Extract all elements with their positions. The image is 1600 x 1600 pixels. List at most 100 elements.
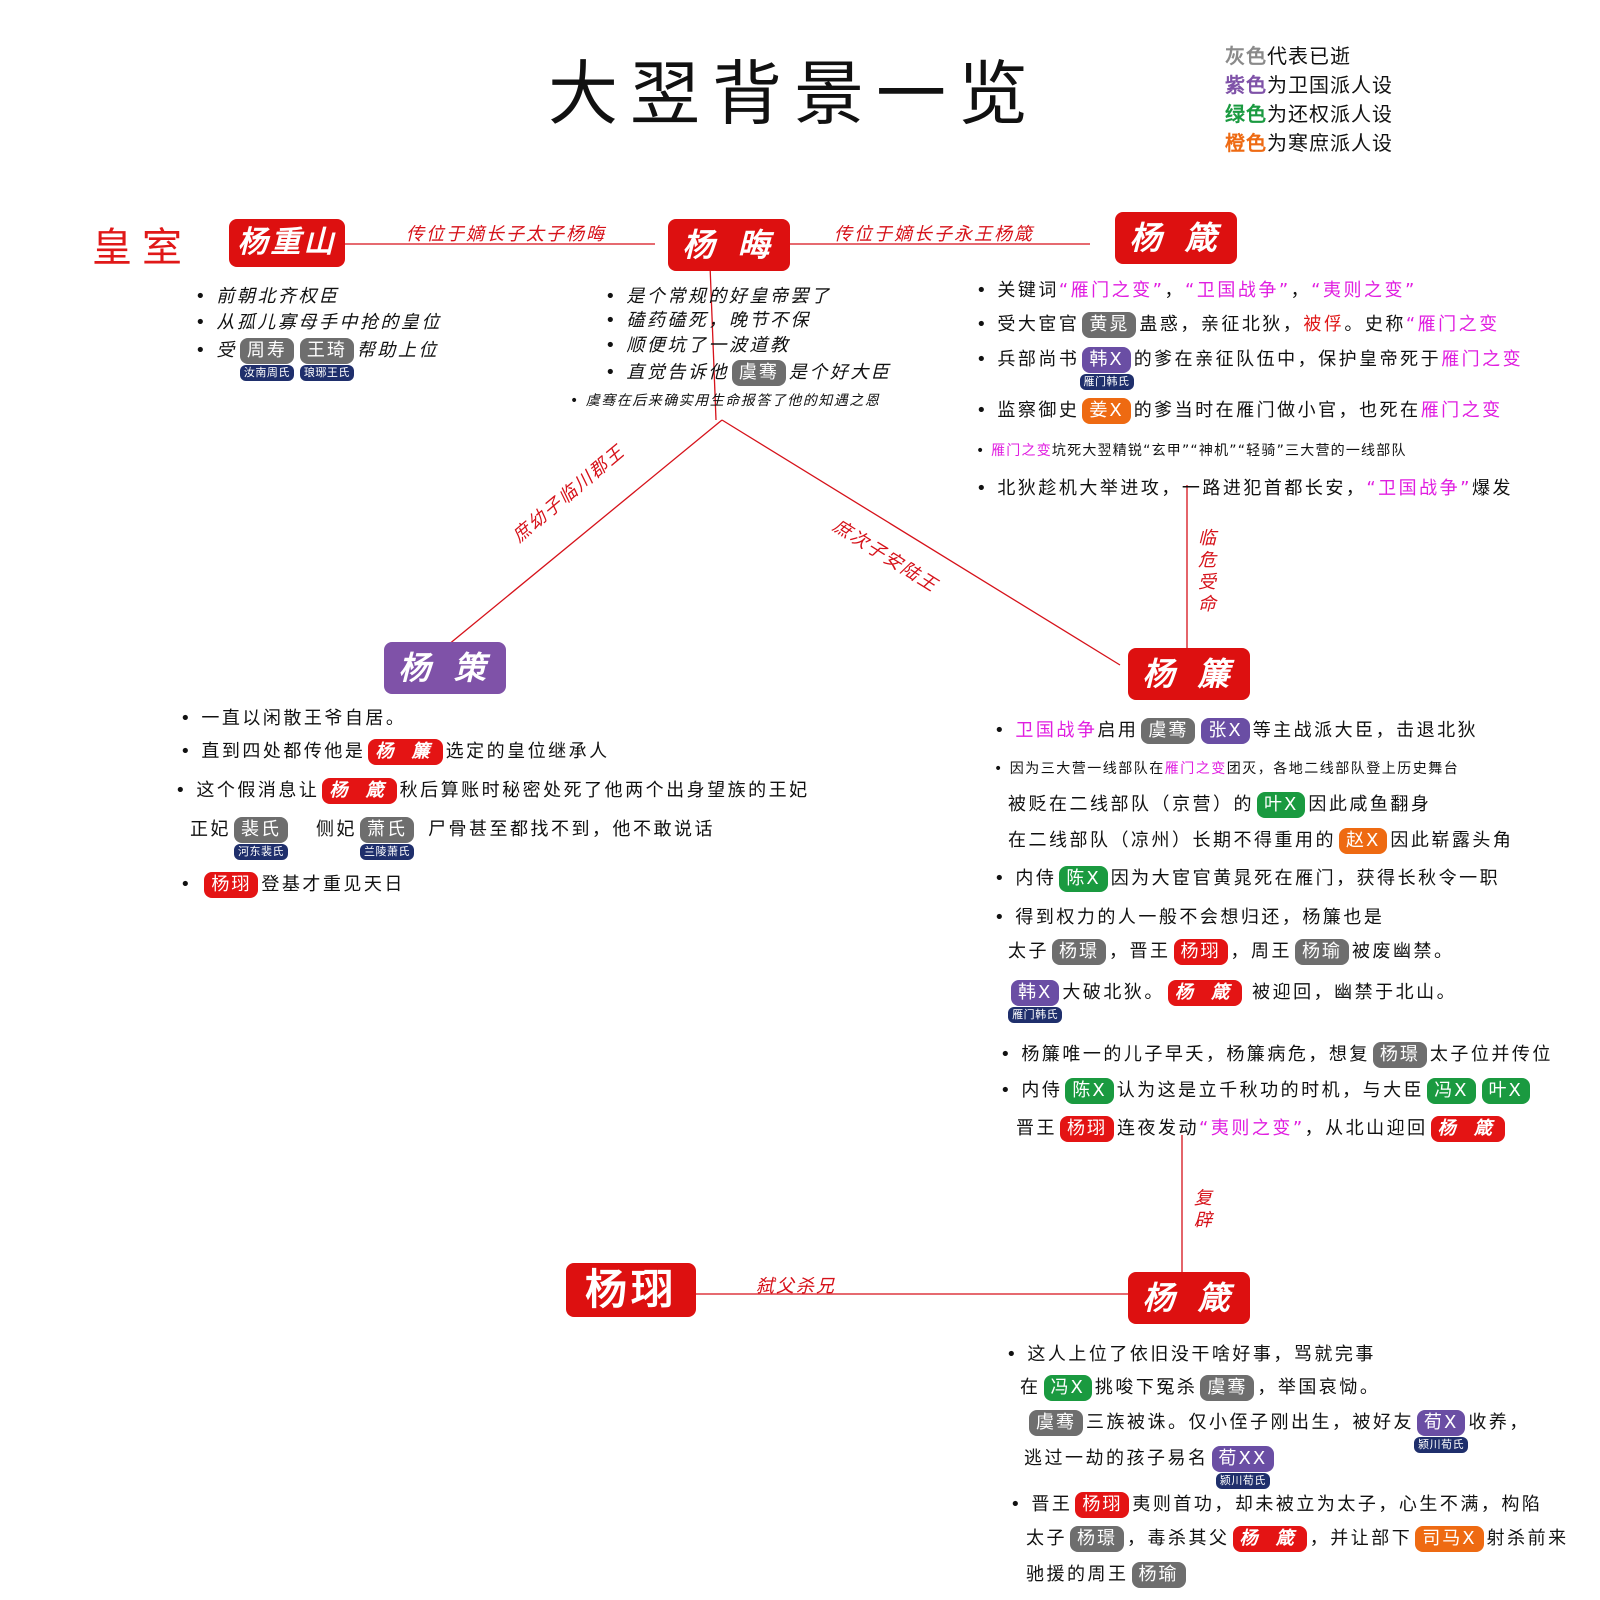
badge-pei: 裴氏河东裴氏 [234,817,288,860]
text-span: 的爹在亲征队伍中，保护皇帝死于 [1133,349,1442,370]
badge-zhao: 赵X [1339,828,1388,854]
text-span: • [976,443,992,459]
legend-key: 紫色 [1225,73,1267,97]
text-span: 射杀前来 [1486,1528,1569,1549]
text-span: • 直到四处都传他是 [180,741,366,762]
text-span: ，并让部下 [1309,1528,1413,1549]
badge-huangchen: 黄晁 [1082,312,1137,338]
text-span: 挑唆下冤杀 [1094,1377,1198,1398]
keyword: “夷则之变” [1199,1118,1305,1139]
text-span: 蛊惑，亲征北狄， [1139,314,1304,335]
note-line: • 晋王杨珝夷则首功，却未被立为太子，心生不满，构陷 [1010,1490,1542,1518]
badge-wangqi: 王琦琅琊王氏 [299,338,354,381]
keyword: “雁门之变 [1405,314,1500,335]
badge-yang-xu: 杨珝 [1075,1492,1130,1518]
text-span: • 内侍 [1000,1080,1063,1101]
badge-label: 周寿 [246,340,287,361]
badge-zhang: 张X [1201,718,1250,744]
text-span: 太子位并传位 [1429,1044,1553,1065]
badge-label: 荀X [1424,1412,1459,1433]
badge-chen: 陈X [1059,866,1108,892]
note-line: • 顺便坑了一波道教 [605,335,791,356]
text-span: 夷则首功，却未被立为太子，心生不满，构陷 [1132,1494,1543,1515]
badge-ye: 叶X [1257,792,1306,818]
text-span: • 关键词 [976,280,1059,301]
badge-sima: 司马X [1415,1526,1484,1552]
text-span: 帮助上位 [356,340,439,361]
note-line: • 北狄趁机大举进攻，一路进犯首都长安，“卫国战争”爆发 [976,474,1513,500]
clan-tag: 雁门韩氏 [1079,374,1134,390]
note-line: • 这人上位了依旧没干啥好事，骂就完事 [1006,1344,1376,1365]
text-span: • 受大宦官 [976,314,1080,335]
link-hui-ce [447,419,723,646]
badge-feng: 冯X [1427,1078,1476,1104]
badge-yang-xu: 杨珝 [1173,939,1228,965]
badge-label: 王琦 [306,340,347,361]
clan-tag: 兰陵萧氏 [360,844,414,860]
text-span: 晋王 [1016,1118,1057,1139]
keyword: “卫国战争” [1366,478,1472,499]
text-span: 在 [1020,1377,1041,1398]
node-yang-zhen-restored: 杨 箴 [1128,1272,1250,1324]
note-line: • 因为三大营一线部队在雁门之变团灭，各地二线部队登上历史舞台 [994,758,1459,778]
royal-family-label: 皇室 [92,225,192,271]
badge-label: 裴氏 [241,819,281,840]
node-yang-hui: 杨 晦 [668,219,790,271]
text-span: ，举国哀恸。 [1257,1377,1381,1398]
badge-yujian: 虞骞 [731,360,786,386]
page-title: 大翌背景一览 [548,53,1040,135]
badge-yang-zhen: 杨 箴 [1167,980,1243,1006]
text-span: 选定的皇位继承人 [445,741,610,762]
badge-chen: 陈X [1065,1078,1114,1104]
text-span: ， [1164,280,1185,301]
badge-yangyu: 杨瑜 [1295,939,1349,965]
text-span: • 北狄趁机大举进攻，一路进犯首都长安， [976,478,1367,499]
text-span: 因此咸鱼翻身 [1308,794,1432,815]
keyword: 雁门之变 [991,443,1052,459]
legend-item-purple: 紫色为卫国派人设 [1225,69,1393,98]
text-span: • 这个假消息让 [175,780,320,801]
text-span: 三族被诛。仅小侄子刚出生，被好友 [1086,1412,1414,1433]
edge-label-chongshan-hui: 传位于嫡长子太子杨晦 [406,224,606,245]
text-span: 被迎回，幽禁于北山。 [1252,982,1458,1003]
legend-item-orange: 橙色为寒庶派人设 [1225,127,1393,156]
badge-yang-kuang: 杨 簾 [368,739,443,765]
edge-label-xu-zhen: 弑父杀兄 [756,1276,836,1297]
badge-yangyu: 杨瑜 [1131,1562,1186,1588]
text-span: • 兵部尚书 [976,349,1080,370]
clan-tag: 琅琊王氏 [299,365,354,381]
legend-key: 绿色 [1225,102,1267,126]
badge-label: 韩X [1018,982,1053,1003]
text-span: 。史称 [1344,314,1406,335]
badge-yujian: 虞骞 [1200,1375,1255,1401]
text-span: ，从北山迎回 [1304,1118,1428,1139]
text-span: ，毒杀其父 [1127,1528,1230,1549]
text-span: 被贬在二线部队（京营）的 [1008,794,1254,815]
badge-xiao: 萧氏兰陵萧氏 [360,817,414,860]
text-span: 太子 [1008,941,1049,962]
clan-tag: 雁门韩氏 [1008,1007,1063,1023]
text-span: 等主战派大臣，击退北狄 [1252,720,1479,741]
text-span: 启用 [1097,720,1139,741]
legend-text: 代表已逝 [1267,44,1351,68]
text-span: 是个好大臣 [788,362,892,383]
text-span: 的爹当时在雁门做小官，也死在 [1133,400,1421,421]
note-line: • 是个常规的好皇帝罢了 [605,286,832,307]
badge-label: 韩X [1089,349,1124,370]
link-hui-kuang [721,419,1121,666]
text-span: 尸骨甚至都找不到，他不敢说话 [428,819,715,840]
text-span: 认为这是立千秋功的时机，与大臣 [1116,1080,1425,1101]
keyword: 雁门之变 [1164,761,1227,777]
edge-label-kuang-zhen: 复辟 [1191,1188,1212,1232]
node-yang-kuang: 杨 簾 [1128,648,1250,700]
node-yang-chongshan: 杨重山 [229,219,345,267]
text-span: ， [1290,280,1312,301]
keyword: 卫国战争 [1015,720,1098,741]
keyword: 被俘 [1303,314,1345,335]
